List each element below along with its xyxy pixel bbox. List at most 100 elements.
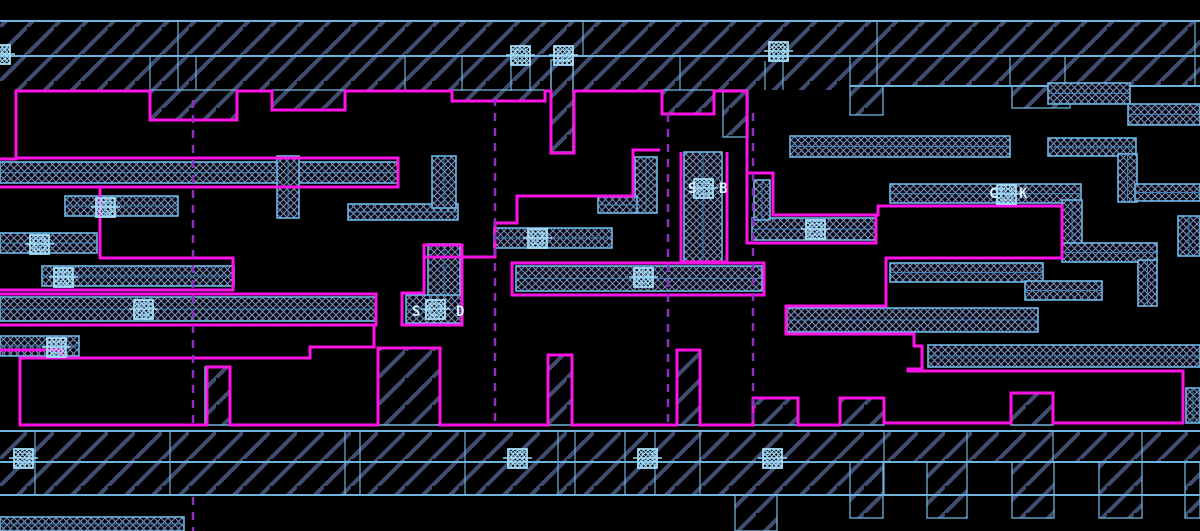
rail-column <box>849 461 884 519</box>
via-contact <box>421 299 450 320</box>
metal-trace <box>1024 280 1103 301</box>
contact-cut <box>429 303 442 316</box>
rail-tab <box>547 354 573 426</box>
metal-trace <box>683 151 723 264</box>
well-outline <box>400 243 464 327</box>
rail-tab <box>676 349 701 426</box>
metal-trace <box>0 296 377 322</box>
metal-trace <box>347 203 459 221</box>
contact-pad <box>768 41 789 62</box>
contact-pad <box>13 448 34 469</box>
via-contact <box>523 228 552 249</box>
rail-column <box>1011 461 1055 519</box>
rail-tab <box>752 397 799 426</box>
contact-pad <box>133 299 154 320</box>
via-contact <box>25 234 54 255</box>
rail-tab <box>839 397 885 426</box>
contact-cut <box>1000 188 1013 201</box>
contact-pad <box>507 448 528 469</box>
contact-cut <box>137 303 150 316</box>
contact-cut <box>697 182 710 195</box>
contact-cut <box>772 45 785 58</box>
metal-trace <box>64 195 179 217</box>
metal-traces <box>0 82 1200 531</box>
metal-trace <box>1117 153 1138 203</box>
metal-trace <box>1061 242 1158 263</box>
rail-column <box>1184 461 1200 519</box>
contact-cut <box>637 271 650 284</box>
metal-trace <box>0 335 80 357</box>
metal-trace <box>889 183 1082 204</box>
via-contact <box>42 337 71 358</box>
contact-pad <box>510 45 531 66</box>
metal-trace <box>0 516 185 531</box>
well-outlines <box>0 89 1185 427</box>
guide-lines <box>191 98 755 531</box>
metal-trace <box>634 156 658 214</box>
contact-pad <box>553 45 574 66</box>
bottom-power-rail <box>0 59 1200 531</box>
metal-trace <box>753 179 771 221</box>
via-contact <box>91 197 120 218</box>
rail-slot-bar <box>550 59 574 153</box>
metal-trace <box>1047 137 1137 157</box>
contact-pad <box>762 448 783 469</box>
contact-cut <box>33 238 46 251</box>
net-label: D <box>456 304 464 320</box>
rail-tab <box>204 366 231 426</box>
contact-pad <box>53 267 74 288</box>
via-contact <box>764 41 793 62</box>
well-outline <box>62 325 376 360</box>
rail-hatch-strip <box>0 56 850 90</box>
via-contact <box>758 448 787 469</box>
metal-trace <box>789 135 1011 158</box>
rail-notch <box>849 85 884 116</box>
via-contact <box>506 45 535 66</box>
contact-cut <box>511 452 524 465</box>
metal-trace <box>431 155 457 209</box>
contact-cut <box>17 452 30 465</box>
metal-trace <box>1047 82 1131 105</box>
contact-cut <box>531 232 544 245</box>
via-contact <box>633 448 662 469</box>
contact-pad <box>527 228 548 249</box>
via-contact <box>992 184 1021 205</box>
net-label: B <box>719 181 727 197</box>
contact-pad <box>805 219 826 240</box>
well-outline <box>745 174 878 245</box>
contact-pad <box>29 234 50 255</box>
net-label: S <box>412 304 420 320</box>
via-contact <box>503 448 532 469</box>
metal-trace <box>1137 259 1158 307</box>
metal-trace <box>493 227 613 249</box>
metal-trace <box>786 307 1039 333</box>
rail-hatch-strip <box>0 21 1200 56</box>
rail-tab <box>377 347 441 426</box>
well-outline <box>0 292 378 327</box>
metal-trace <box>1185 387 1200 424</box>
rail-hatch-strip <box>0 431 1200 462</box>
via-contacts <box>0 41 1021 469</box>
contact-pad <box>46 337 67 358</box>
contact-pad <box>95 197 116 218</box>
rail-notch <box>451 89 546 102</box>
net-label: C <box>989 186 997 202</box>
via-contact <box>689 178 718 199</box>
net-label: S <box>688 181 696 197</box>
rail-hatch-strip <box>850 56 1200 86</box>
rail-column <box>734 494 778 531</box>
rail-column <box>926 461 968 519</box>
contact-cut <box>557 49 570 62</box>
metal-trace <box>1061 199 1083 246</box>
contact-pad <box>693 178 714 199</box>
contact-pad <box>637 448 658 469</box>
via-contact <box>9 448 38 469</box>
top-power-rail <box>0 20 1200 138</box>
via-contact <box>549 45 578 66</box>
contact-cut <box>50 341 63 354</box>
via-contact <box>49 267 78 288</box>
contact-pad <box>633 267 654 288</box>
